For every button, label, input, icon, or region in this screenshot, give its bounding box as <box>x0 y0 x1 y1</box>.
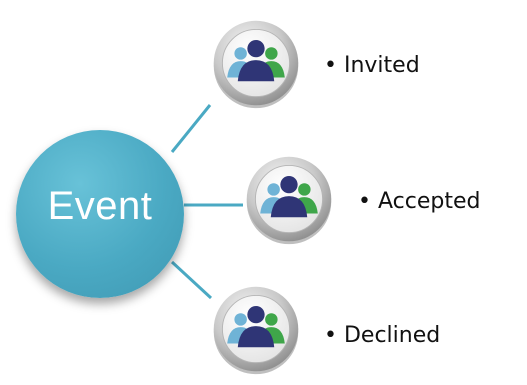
people-group-icon <box>246 156 332 245</box>
event-hub-label: Event <box>47 183 153 228</box>
event-hub-circle: Event <box>16 130 184 298</box>
connector-invited <box>170 104 212 153</box>
declined-label: • Declined <box>324 323 441 348</box>
accepted-label: • Accepted <box>358 189 481 214</box>
invited-label: • Invited <box>324 53 420 78</box>
people-group-icon <box>213 286 299 375</box>
people-group-icon <box>213 20 299 109</box>
connector-declined <box>170 260 213 300</box>
